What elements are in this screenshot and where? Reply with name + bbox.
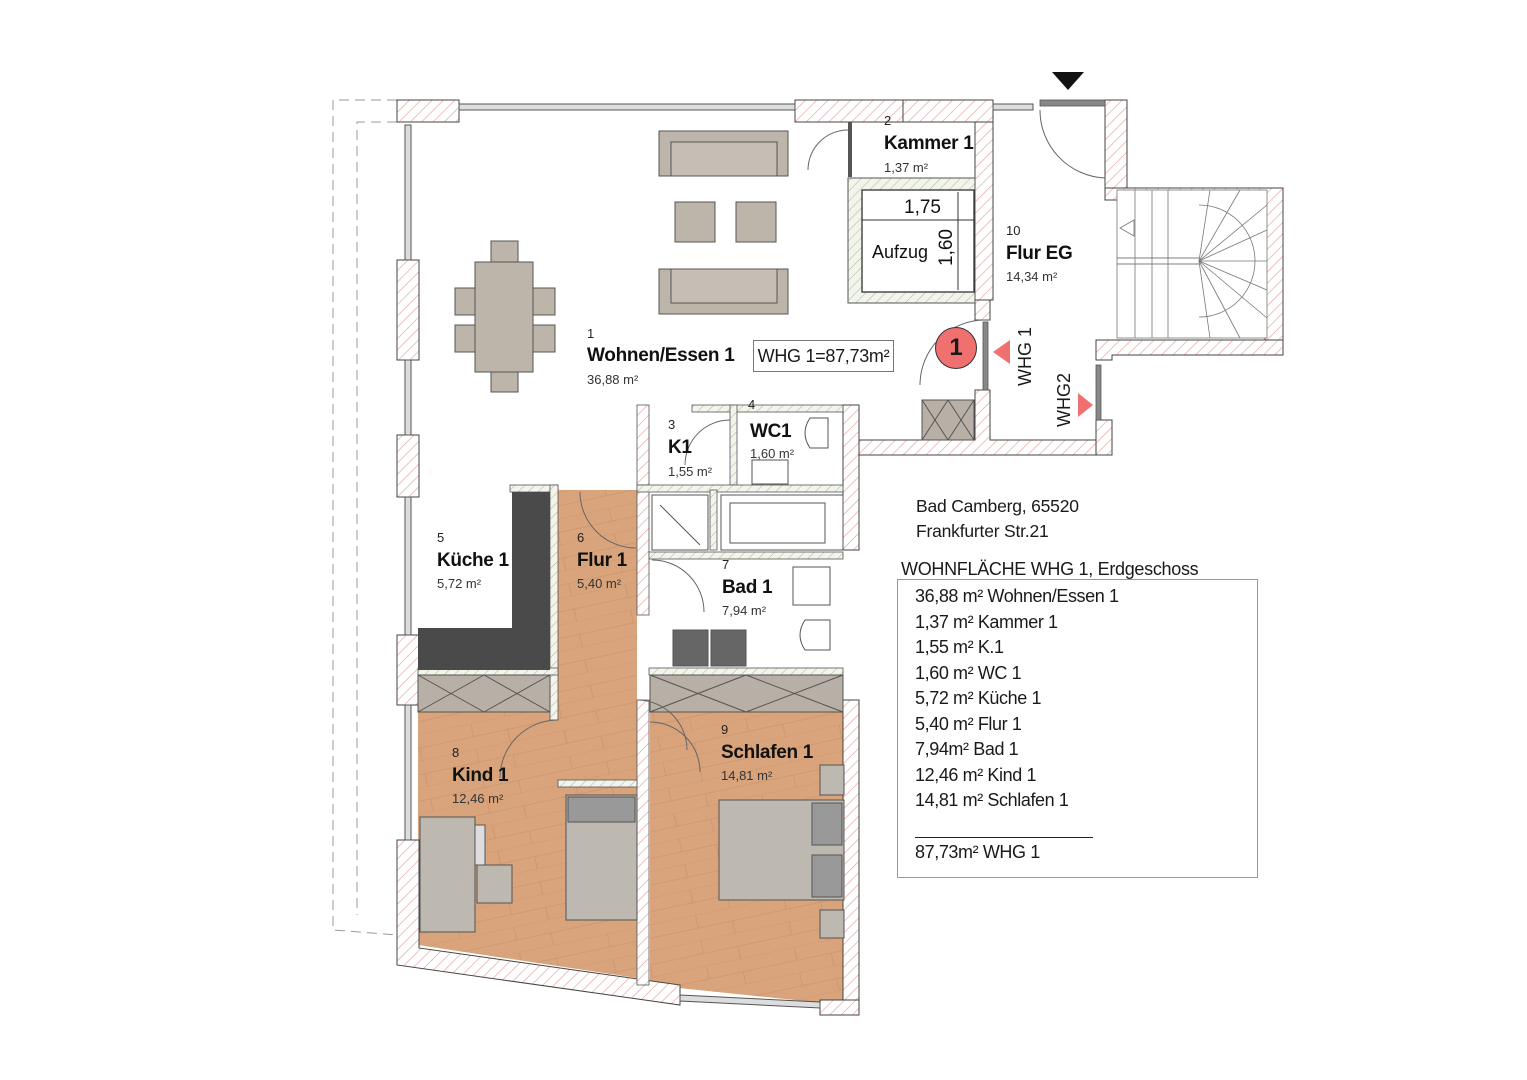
room-area: 1,37 m² [884,160,929,175]
room-name: K1 [668,437,692,458]
elevator-depth: 1,60 [936,229,957,266]
address-street: Frankfurter Str.21 [916,521,1049,541]
room-number: 1 [587,326,595,341]
room-number: 10 [1006,223,1021,238]
terrace-outline [332,99,398,936]
total-divider [915,837,1093,838]
address-city: Bad Camberg, 65520 [916,496,1079,516]
room-name: Bad 1 [722,577,773,598]
whg2-label: WHG2 [1054,373,1074,427]
room-name: WC1 [750,421,792,442]
room-number: 3 [668,417,676,432]
entry-arrow-icon [1052,72,1084,90]
elevator-shaft [847,177,976,304]
area-row: 14,81 m² Schlafen 1 [915,790,1069,810]
area-row: 1,37 m² Kammer 1 [915,612,1058,632]
area-table: 36,88 m² Wohnen/Essen 1 1,37 m² Kammer 1… [897,579,1258,878]
room-number: 5 [437,530,445,545]
room-name: Küche 1 [437,550,509,571]
room-number: 8 [452,745,460,760]
room-area: 5,40 m² [577,576,622,591]
whg1-label: WHG 1 [1015,326,1035,386]
room-area: 1,60 m² [750,446,795,461]
area-table-title: WOHNFLÄCHE WHG 1, Erdgeschoss [901,559,1199,579]
room-area: 14,81 m² [721,768,773,783]
room-name: Kammer 1 [884,133,974,154]
bedroom-furniture [419,764,845,939]
windows [404,103,1034,1009]
room-area: 12,46 m² [452,791,504,806]
unit-area-badge: WHG 1=87,73m² [753,340,894,372]
room-name: Flur EG [1006,243,1073,264]
area-row: 1,55 m² K.1 [915,637,1004,657]
elevator-label: Aufzug [872,242,929,262]
kitchen-counter [418,492,550,670]
room-name: Wohnen/Essen 1 [587,345,735,366]
whg1-entry-arrow-icon [993,340,1010,364]
area-total: 87,73m² WHG 1 [915,842,1040,862]
area-row: 1,60 m² WC 1 [915,663,1022,683]
area-row: 7,94m² Bad 1 [915,739,1019,759]
room-name: Flur 1 [577,550,627,571]
bathroom-fixtures [651,417,844,667]
whg2-entry-arrow-icon [1078,393,1093,417]
room-number: 6 [577,530,585,545]
staircase [1116,189,1268,339]
wardrobes [417,399,975,713]
room-number: 9 [721,722,729,737]
room-area: 1,55 m² [668,464,713,479]
room-area: 7,94 m² [722,603,767,618]
elevator-width: 1,75 [904,197,941,218]
room-name: Kind 1 [452,765,509,786]
room-name: Schlafen 1 [721,742,814,763]
area-row: 5,40 m² Flur 1 [915,714,1022,734]
interior-walls [417,404,844,986]
area-row: 5,72 m² Küche 1 [915,688,1042,708]
area-row: 12,46 m² Kind 1 [915,765,1037,785]
entrance-marker: 1 [935,327,977,369]
area-row: 36,88 m² Wohnen/Essen 1 [915,586,1119,606]
room-area: 5,72 m² [437,576,482,591]
living-furniture [454,130,789,393]
room-number: 7 [722,557,730,572]
door-leaves [982,99,1106,421]
room-area: 36,88 m² [587,372,639,387]
room-area: 14,34 m² [1006,269,1058,284]
room-number: 2 [884,113,892,128]
room-number: 4 [748,397,756,412]
